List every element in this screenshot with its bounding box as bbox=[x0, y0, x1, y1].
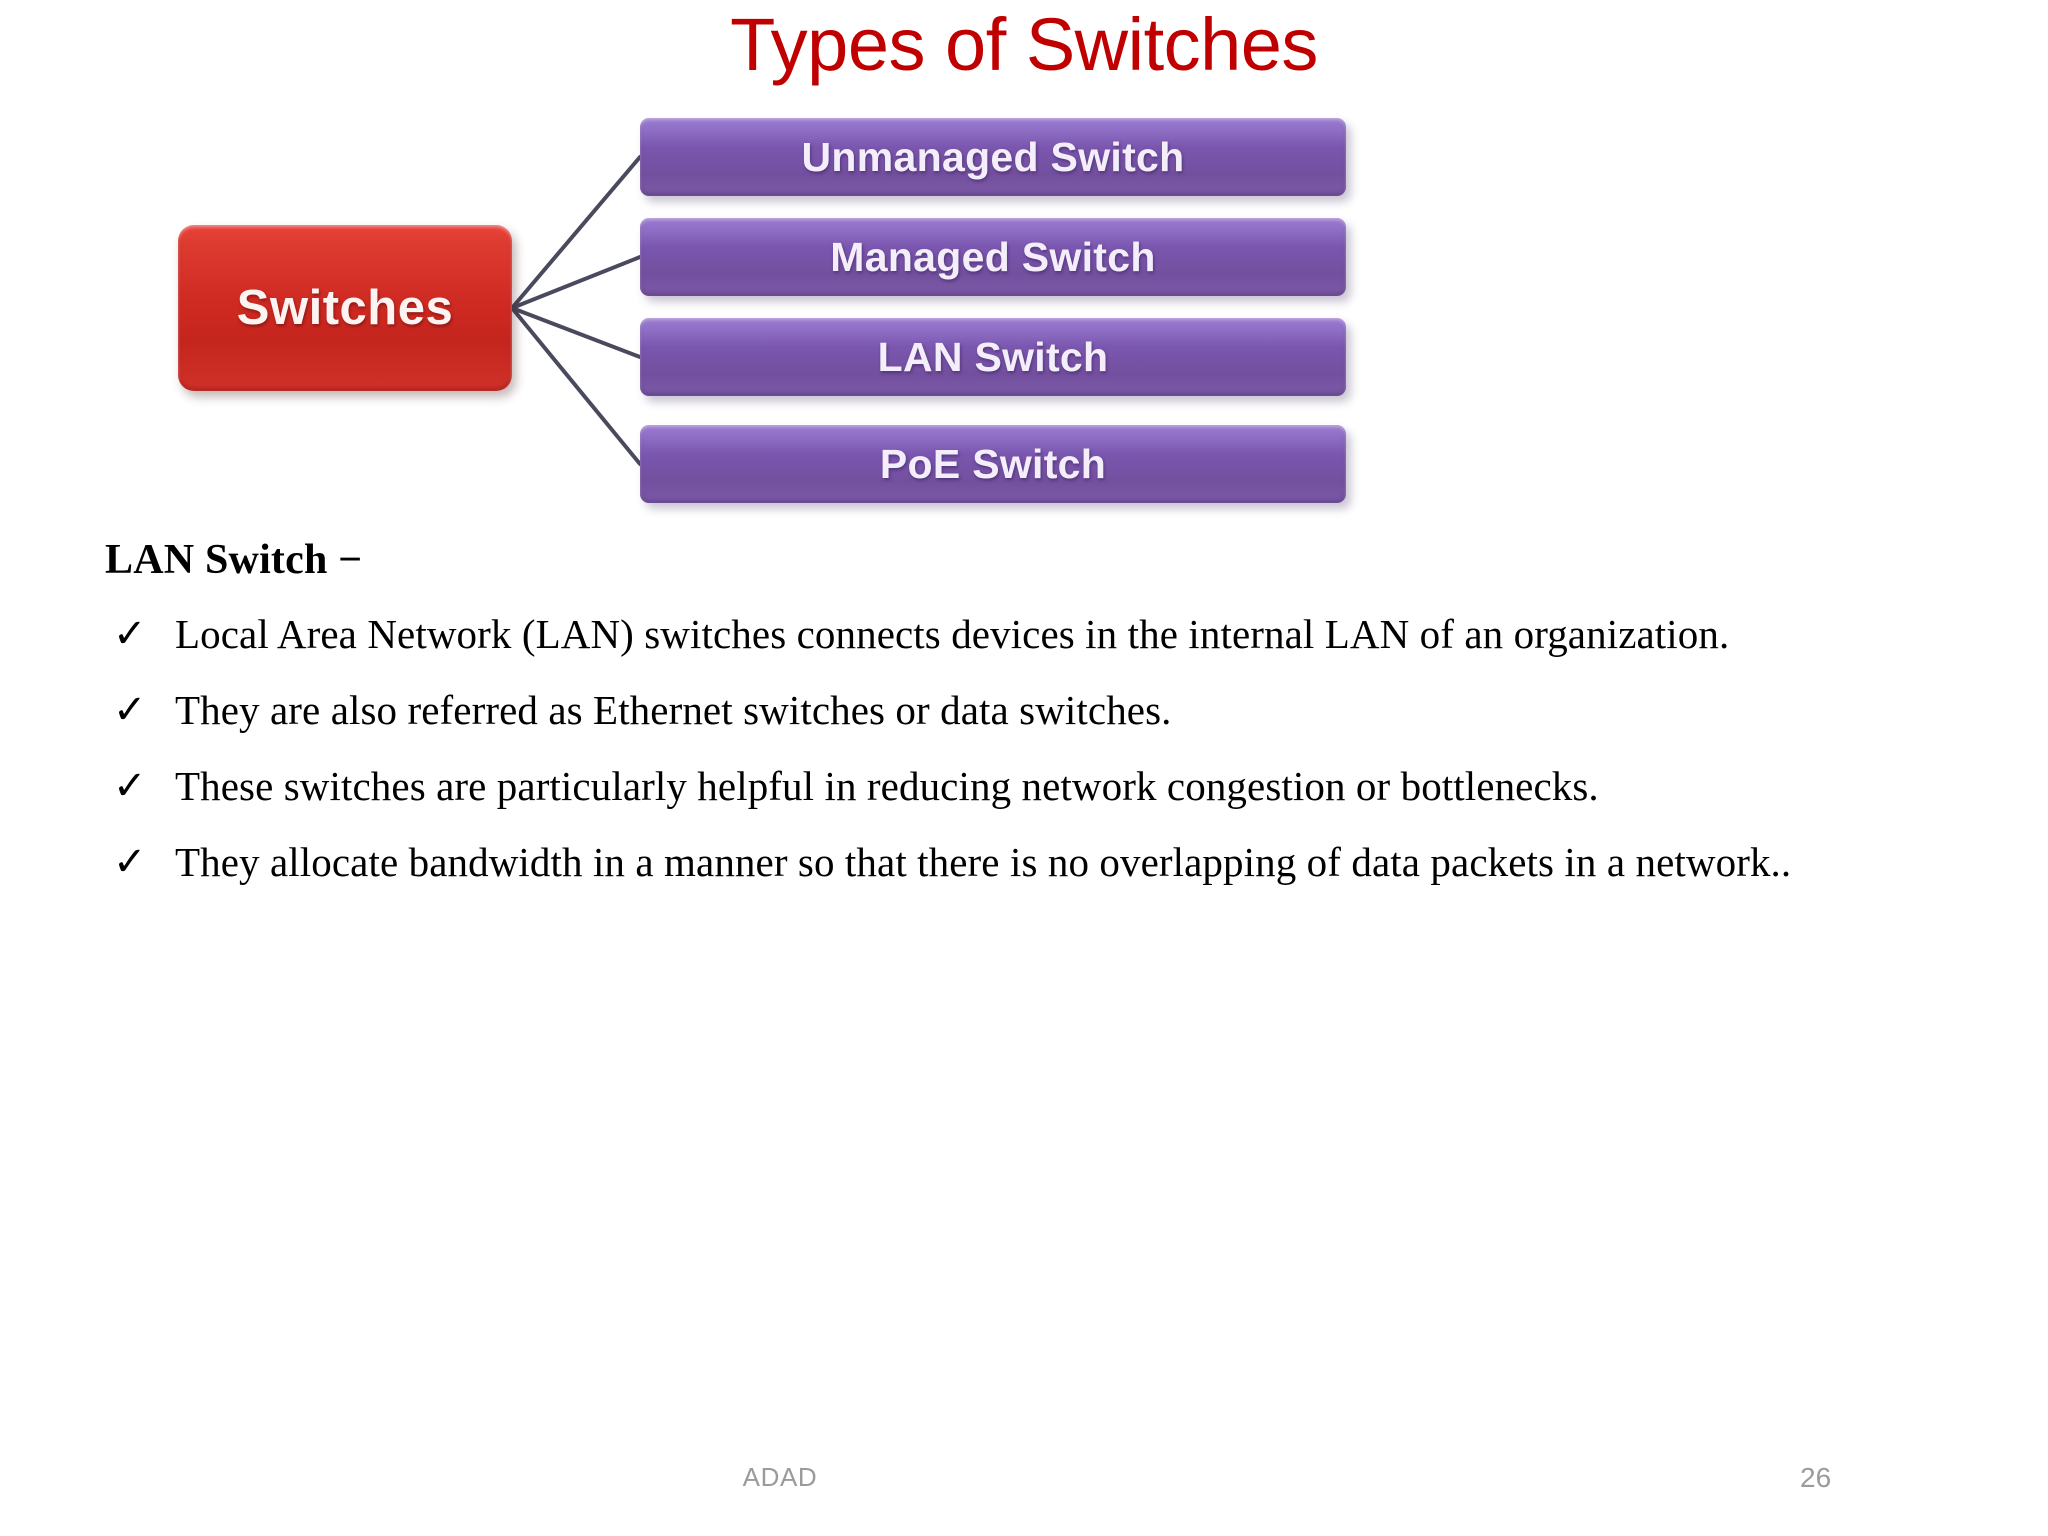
connector-line-2 bbox=[510, 255, 642, 310]
diagram-node-lan-switch-label: LAN Switch bbox=[877, 333, 1109, 380]
diagram-connector-lines bbox=[510, 155, 642, 466]
list-item: ✓ They allocate bandwidth in a manner so… bbox=[103, 836, 1943, 888]
diagram-node-switches[interactable]: Switches bbox=[178, 225, 512, 391]
checkmark-icon: ✓ bbox=[113, 763, 147, 809]
connector-line-1 bbox=[510, 155, 642, 310]
diagram-node-managed-switch-label: Managed Switch bbox=[830, 233, 1156, 280]
diagram-node-lan-switch[interactable]: LAN Switch bbox=[640, 318, 1346, 396]
list-item-text: They are also referred as Ethernet switc… bbox=[175, 687, 1172, 733]
page-number: 26 bbox=[1800, 1462, 1832, 1493]
diagram-node-unmanaged-switch-label: Unmanaged Switch bbox=[801, 133, 1185, 180]
connector-line-4 bbox=[510, 306, 642, 466]
connector-line-3 bbox=[510, 306, 642, 359]
diagram-node-poe-switch[interactable]: PoE Switch bbox=[640, 425, 1346, 503]
list-item: ✓ Local Area Network (LAN) switches conn… bbox=[103, 608, 1943, 660]
list-item: ✓ These switches are particularly helpfu… bbox=[103, 760, 1943, 812]
list-item-text: These switches are particularly helpful … bbox=[175, 763, 1599, 809]
list-item-text: Local Area Network (LAN) switches connec… bbox=[175, 611, 1730, 657]
bullet-list: ✓ Local Area Network (LAN) switches conn… bbox=[103, 608, 1943, 912]
diagram-node-unmanaged-switch[interactable]: Unmanaged Switch bbox=[640, 118, 1346, 196]
section-heading-lan-switch: LAN Switch − bbox=[105, 537, 363, 583]
checkmark-icon: ✓ bbox=[113, 687, 147, 733]
page-title: Types of Switches bbox=[730, 3, 1318, 86]
checkmark-icon: ✓ bbox=[113, 611, 147, 657]
checkmark-icon: ✓ bbox=[113, 839, 147, 885]
diagram-node-poe-switch-label: PoE Switch bbox=[879, 440, 1107, 487]
list-item-text: They allocate bandwidth in a manner so t… bbox=[175, 839, 1792, 885]
list-item: ✓ They are also referred as Ethernet swi… bbox=[103, 684, 1943, 736]
diagram-node-switches-label: Switches bbox=[236, 281, 454, 335]
diagram-node-managed-switch[interactable]: Managed Switch bbox=[640, 218, 1346, 296]
switch-types-diagram: Switches Unmanaged Switch Managed Switch… bbox=[150, 100, 1410, 530]
footer-text: ADAD bbox=[742, 1462, 818, 1492]
